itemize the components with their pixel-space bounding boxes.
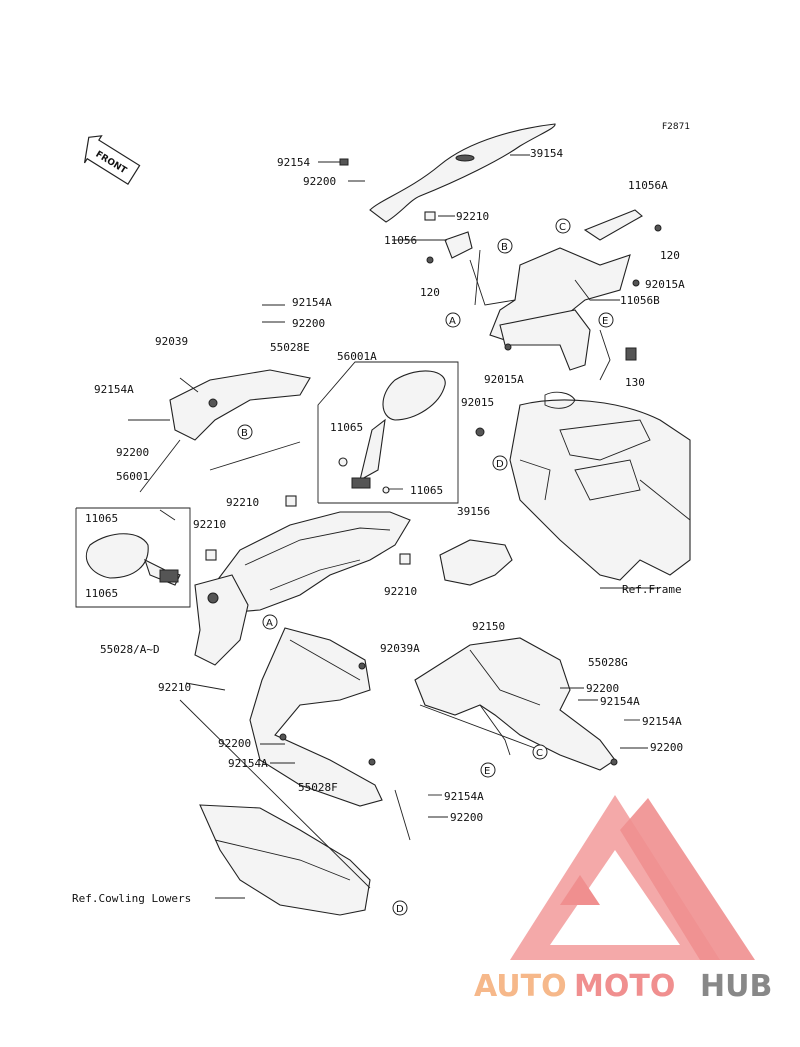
callout-120-b: 120 — [660, 249, 680, 262]
callout-92210-b: 92210 — [226, 496, 259, 509]
callout-92154A-c: 92154A — [600, 695, 640, 708]
callout-39156: 39156 — [457, 505, 490, 518]
callout-11065-c: 11065 — [85, 512, 118, 525]
callout-92154A-a: 92154A — [292, 296, 332, 309]
callout-11056A: 11056A — [628, 179, 668, 192]
cowl-55028F-part — [249, 627, 383, 807]
svg-text:A: A — [449, 316, 456, 327]
callout-92015: 92015 — [461, 396, 494, 409]
front-arrow-icon: FRONT — [83, 135, 141, 185]
marker-B-top: B — [497, 238, 513, 254]
callout-55028E: 55028E — [270, 341, 310, 354]
callout-92200-b: 92200 — [116, 446, 149, 459]
callout-92015A-a: 92015A — [645, 278, 685, 291]
callout-56001A: 56001A — [337, 350, 377, 363]
svg-text:D: D — [396, 904, 404, 915]
grommet-icon — [205, 549, 217, 561]
callout-92210-c: 92210 — [193, 518, 226, 531]
cover-39156-part — [439, 539, 513, 586]
callout-92210-e: 92210 — [158, 681, 191, 694]
svg-text:E: E — [602, 316, 608, 327]
cowl-55028G-part — [414, 637, 616, 771]
callout-130: 130 — [625, 376, 645, 389]
windshield-emblem-icon — [455, 154, 475, 162]
marker-A-top: A — [445, 312, 461, 328]
inner-cover-part — [209, 511, 411, 613]
callout-92150: 92150 — [472, 620, 505, 633]
upper-bracket-assembly — [426, 209, 662, 381]
windshield-part — [369, 123, 556, 223]
watermark-text-auto: AUTO — [474, 969, 567, 1004]
cowling-lowers-reference-part — [199, 804, 371, 916]
marker-E-side: E — [480, 762, 496, 778]
ref-cowling-lowers-label: Ref.Cowling Lowers — [72, 892, 191, 905]
svg-text:C: C — [559, 222, 566, 233]
callout-92200-e: 92200 — [218, 737, 251, 750]
marker-C-top: C — [555, 218, 571, 234]
callout-92039: 92039 — [155, 335, 188, 348]
screw-icon — [339, 158, 349, 166]
ref-frame-label: Ref.Frame — [622, 583, 682, 596]
grommet-icon — [285, 495, 297, 507]
callout-92200-f: 92200 — [450, 811, 483, 824]
grommet-icon — [424, 211, 436, 221]
callout-92200-a: 92200 — [292, 317, 325, 330]
callout-92154A-d: 92154A — [642, 715, 682, 728]
svg-text:B: B — [501, 242, 508, 253]
svg-text:B: B — [241, 428, 248, 439]
callout-55028G: 55028G — [588, 656, 628, 669]
callout-92015A-b: 92015A — [484, 373, 524, 386]
callout-56001: 56001 — [116, 470, 149, 483]
callout-11056: 11056 — [384, 234, 417, 247]
callout-92154A-b: 92154A — [94, 383, 134, 396]
marker-C-side: C — [532, 744, 548, 760]
grommet-icon — [399, 553, 411, 565]
watermark-text-hub: HUB — [700, 969, 772, 1004]
marker-D-lower: D — [392, 900, 408, 916]
frame-reference-part — [509, 399, 691, 581]
svg-text:C: C — [536, 748, 543, 759]
svg-text:A: A — [266, 618, 273, 629]
callout-92200-c: 92200 — [586, 682, 619, 695]
callout-11065-a: 11065 — [330, 421, 363, 434]
callout-120-a: 120 — [420, 286, 440, 299]
callout-11065-d: 11065 — [85, 587, 118, 600]
mirror-left-part — [85, 533, 149, 579]
callout-92210-d: 92210 — [384, 585, 417, 598]
callout-39154: 39154 — [530, 147, 563, 160]
marker-D-frame: D — [492, 455, 508, 471]
callout-92154A-e: 92154A — [228, 757, 268, 770]
callout-92210-a: 92210 — [456, 210, 489, 223]
marker-A-cowl: A — [262, 614, 278, 630]
callout-11056B: 11056B — [620, 294, 660, 307]
cowl-55028E-part — [169, 369, 311, 441]
callout-11065-b: 11065 — [410, 484, 443, 497]
callout-55028F: 55028F — [298, 781, 338, 794]
callout-92039A: 92039A — [380, 642, 420, 655]
mirror-right-part — [382, 370, 446, 421]
svg-text:E: E — [484, 766, 490, 777]
callout-92154A-f: 92154A — [444, 790, 484, 803]
callout-92200-top: 92200 — [303, 175, 336, 188]
svg-text:D: D — [496, 459, 504, 470]
callout-92200-d: 92200 — [650, 741, 683, 754]
watermark-text-moto: MOTO — [574, 969, 675, 1004]
marker-B-cowl: B — [237, 424, 253, 440]
figure-code: F2871 — [662, 122, 690, 132]
callout-55028AD: 55028/A~D — [100, 643, 160, 656]
marker-E-top: E — [598, 312, 614, 328]
callout-92154-top: 92154 — [277, 156, 310, 169]
watermark-logo — [510, 795, 755, 960]
